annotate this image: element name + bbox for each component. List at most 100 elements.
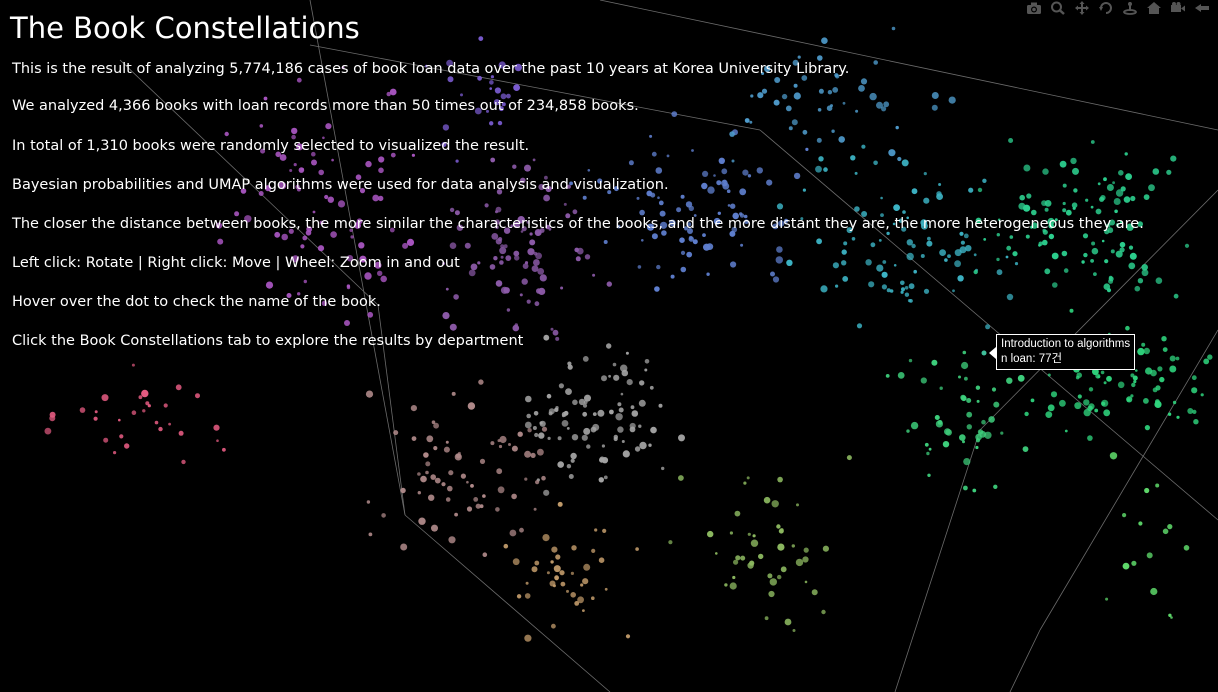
book-point[interactable] — [876, 101, 883, 109]
book-point[interactable] — [780, 566, 787, 573]
book-point[interactable] — [625, 351, 629, 355]
book-point[interactable] — [602, 528, 607, 534]
book-point[interactable] — [985, 324, 991, 330]
book-point[interactable] — [881, 106, 887, 112]
book-point[interactable] — [541, 426, 548, 432]
book-point[interactable] — [451, 391, 456, 396]
book-point[interactable] — [291, 134, 296, 140]
book-point[interactable] — [1090, 205, 1094, 209]
book-point[interactable] — [543, 334, 550, 341]
book-point[interactable] — [489, 87, 493, 90]
book-point[interactable] — [638, 399, 646, 407]
book-point[interactable] — [687, 222, 692, 227]
book-point[interactable] — [981, 419, 986, 425]
book-point[interactable] — [526, 220, 530, 224]
book-point[interactable] — [786, 259, 793, 266]
book-point[interactable] — [582, 195, 587, 200]
book-point[interactable] — [713, 174, 716, 177]
book-point[interactable] — [876, 264, 884, 272]
book-point[interactable] — [466, 506, 473, 512]
book-point[interactable] — [512, 558, 520, 566]
book-point[interactable] — [920, 219, 928, 227]
book-point[interactable] — [821, 37, 828, 44]
book-point[interactable] — [772, 276, 780, 283]
book-point[interactable] — [758, 553, 764, 560]
book-point[interactable] — [1143, 398, 1149, 404]
book-point[interactable] — [1083, 399, 1090, 406]
book-point[interactable] — [750, 94, 754, 98]
book-point[interactable] — [497, 120, 503, 126]
book-point[interactable] — [386, 91, 391, 97]
book-point[interactable] — [378, 167, 384, 174]
book-point[interactable] — [869, 92, 877, 101]
book-point[interactable] — [494, 87, 501, 94]
book-point[interactable] — [303, 279, 307, 284]
book-point[interactable] — [626, 379, 633, 386]
book-point[interactable] — [920, 254, 925, 258]
book-point[interactable] — [545, 224, 550, 230]
book-point[interactable] — [158, 426, 163, 432]
book-point[interactable] — [823, 167, 828, 172]
book-point[interactable] — [659, 210, 666, 217]
book-point[interactable] — [94, 410, 98, 414]
book-point[interactable] — [470, 263, 478, 271]
book-point[interactable] — [524, 593, 531, 599]
book-point[interactable] — [1081, 260, 1085, 264]
book-point[interactable] — [113, 451, 117, 455]
book-point[interactable] — [886, 288, 891, 293]
book-point[interactable] — [817, 108, 822, 112]
book-point[interactable] — [1130, 195, 1136, 202]
book-point[interactable] — [818, 156, 824, 162]
book-point[interactable] — [920, 377, 927, 384]
book-point[interactable] — [1115, 223, 1120, 227]
book-point[interactable] — [923, 172, 927, 176]
book-point[interactable] — [372, 194, 380, 202]
book-point[interactable] — [479, 504, 484, 509]
book-point[interactable] — [702, 170, 709, 177]
book-point[interactable] — [417, 472, 421, 476]
book-point[interactable] — [569, 181, 573, 186]
book-point[interactable] — [538, 432, 545, 439]
book-point[interactable] — [555, 554, 561, 560]
book-point[interactable] — [474, 107, 482, 115]
book-point[interactable] — [961, 361, 969, 370]
book-point[interactable] — [524, 477, 528, 481]
book-point[interactable] — [418, 517, 426, 525]
book-point[interactable] — [561, 420, 569, 427]
book-point[interactable] — [491, 233, 499, 240]
book-point[interactable] — [1130, 394, 1134, 398]
book-point[interactable] — [1048, 233, 1055, 240]
book-point[interactable] — [777, 476, 783, 483]
book-point[interactable] — [865, 259, 872, 266]
book-point[interactable] — [44, 427, 52, 435]
book-point[interactable] — [843, 241, 848, 246]
book-point[interactable] — [582, 609, 585, 612]
book-point[interactable] — [365, 390, 374, 398]
book-point[interactable] — [830, 104, 833, 108]
book-point[interactable] — [499, 247, 507, 255]
book-point[interactable] — [688, 236, 694, 242]
book-point[interactable] — [716, 180, 722, 186]
book-point[interactable] — [795, 558, 804, 567]
book-point[interactable] — [718, 157, 725, 164]
book-point[interactable] — [629, 422, 636, 430]
book-point[interactable] — [730, 203, 736, 209]
book-point[interactable] — [575, 256, 581, 262]
book-point[interactable] — [535, 230, 541, 236]
book-point[interactable] — [1101, 401, 1106, 406]
book-point[interactable] — [324, 194, 329, 200]
book-point[interactable] — [906, 429, 910, 433]
book-point[interactable] — [1137, 278, 1144, 284]
book-point[interactable] — [713, 217, 721, 225]
book-point[interactable] — [441, 482, 446, 487]
book-point[interactable] — [295, 184, 301, 190]
book-point[interactable] — [617, 402, 622, 407]
book-point[interactable] — [668, 540, 673, 545]
book-point[interactable] — [1131, 382, 1136, 388]
book-point[interactable] — [543, 489, 550, 496]
book-point[interactable] — [816, 238, 822, 245]
book-point[interactable] — [1125, 325, 1130, 331]
book-point[interactable] — [1094, 408, 1099, 413]
book-point[interactable] — [773, 99, 780, 106]
book-point[interactable] — [482, 552, 488, 557]
